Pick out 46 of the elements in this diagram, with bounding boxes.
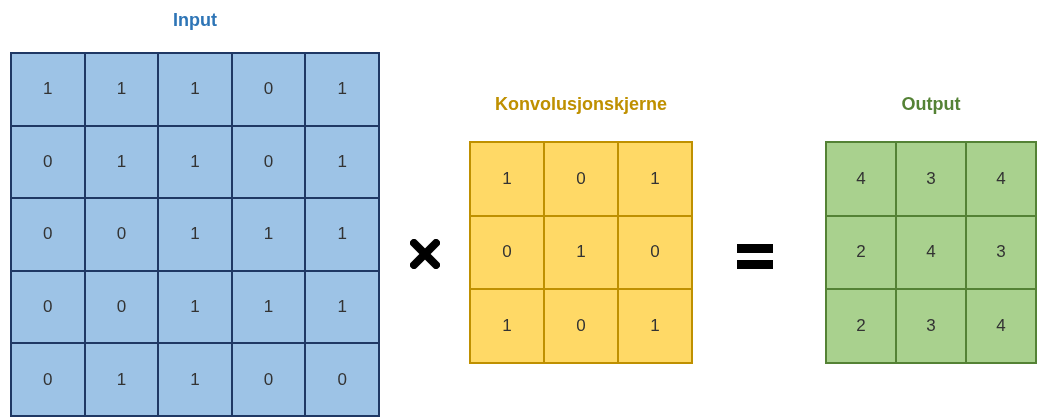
matrix-cell: 0 bbox=[470, 215, 544, 290]
matrix-cell: 3 bbox=[896, 289, 966, 363]
matrix-cell: 1 bbox=[618, 142, 692, 216]
matrix-cell: 0 bbox=[231, 343, 306, 416]
matrix-cell: 1 bbox=[470, 289, 544, 363]
matrix-cell: 3 bbox=[966, 215, 1036, 290]
matrix-cell: 1 bbox=[470, 142, 544, 216]
matrix-cell: 0 bbox=[544, 142, 618, 216]
matrix-cell: 4 bbox=[896, 215, 966, 290]
matrix-cell: 0 bbox=[11, 270, 85, 344]
matrix-cell: 4 bbox=[826, 142, 896, 216]
matrix-cell: 1 bbox=[544, 215, 618, 290]
matrix-cell: 0 bbox=[618, 215, 692, 290]
matrix-cell: 0 bbox=[305, 343, 379, 416]
matrix-cell: 0 bbox=[544, 289, 618, 363]
matrix-cell: 3 bbox=[896, 142, 966, 216]
matrix-title: Output bbox=[901, 93, 961, 116]
matrix-cell: 0 bbox=[231, 125, 306, 199]
matrix-cell: 1 bbox=[158, 343, 232, 416]
matrix-cell: 0 bbox=[11, 343, 85, 416]
matrix-cell: 0 bbox=[11, 125, 85, 199]
matrix-cell: 1 bbox=[231, 198, 306, 271]
matrix-cell: 0 bbox=[11, 198, 85, 271]
matrix-cell: 1 bbox=[84, 125, 159, 199]
matrix-cell: 1 bbox=[305, 53, 379, 126]
matrix-cell: 2 bbox=[826, 289, 896, 363]
matrix-cell: 1 bbox=[618, 289, 692, 363]
matrix-title: Input bbox=[173, 9, 217, 32]
matrix-cell: 1 bbox=[305, 270, 379, 344]
matrix-cell: 1 bbox=[231, 270, 306, 344]
matrix-cell: 1 bbox=[84, 53, 159, 126]
matrix-cell: 1 bbox=[158, 198, 232, 271]
matrix-cell: 2 bbox=[826, 215, 896, 290]
matrix-cell: 1 bbox=[158, 125, 232, 199]
matrix-cell: 4 bbox=[966, 142, 1036, 216]
matrix-cell: 0 bbox=[84, 198, 159, 271]
matrix-cell: 0 bbox=[84, 270, 159, 344]
matrix-cell: 1 bbox=[305, 198, 379, 271]
matrix-cell: 1 bbox=[84, 343, 159, 416]
matrix-cell: 1 bbox=[158, 270, 232, 344]
matrix-cell: 1 bbox=[158, 53, 232, 126]
matrix-title: Konvolusjonskjerne bbox=[494, 93, 667, 116]
matrix-cell: 0 bbox=[231, 53, 306, 126]
matrix-cell: 4 bbox=[966, 289, 1036, 363]
matrix-cell: 1 bbox=[11, 53, 85, 126]
matrix-cell: 1 bbox=[305, 125, 379, 199]
